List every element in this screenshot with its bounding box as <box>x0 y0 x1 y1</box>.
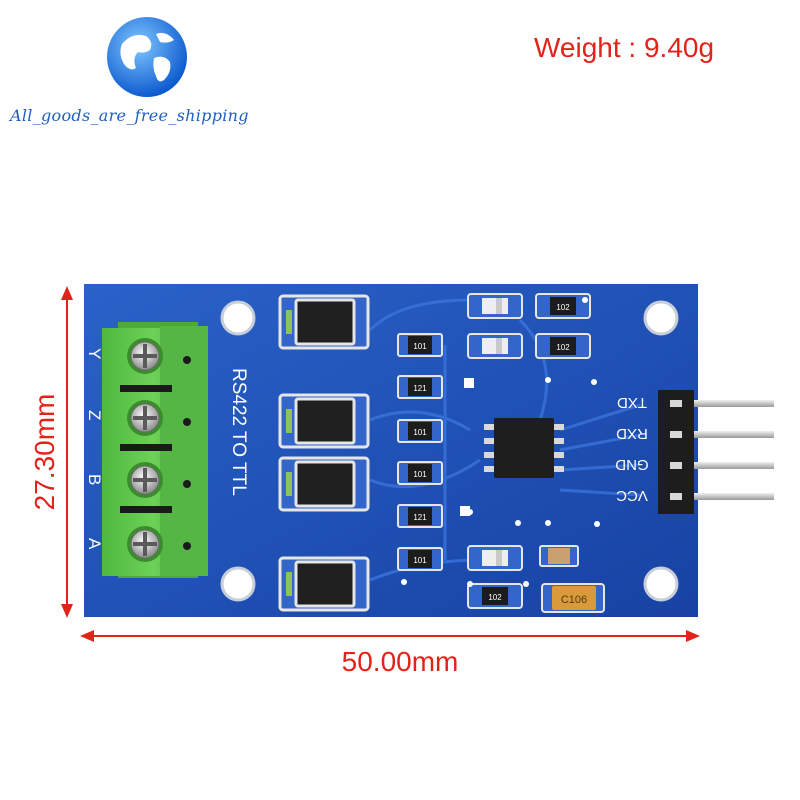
diode <box>278 294 370 350</box>
resistor: 101 <box>397 461 443 485</box>
resistor: 121 <box>397 504 443 528</box>
terminal-screw <box>127 400 163 436</box>
pin-label-gnd: GND <box>615 456 649 473</box>
terminal-screw <box>127 462 163 498</box>
shop-name: All_goods_are_free_shipping <box>10 106 249 125</box>
pin-label-rxd: RXD <box>616 425 648 442</box>
resistor-code: 121 <box>413 384 427 393</box>
led <box>467 545 523 571</box>
terminal-screw <box>127 338 163 374</box>
pin-label-vcc: VCC <box>616 487 648 504</box>
capacitor-code: C106 <box>561 594 587 606</box>
resistor: 121 <box>397 375 443 399</box>
diode <box>278 393 370 449</box>
mount-hole <box>643 300 679 336</box>
width-dimension-label: 50.00mm <box>341 646 459 677</box>
led <box>467 293 523 319</box>
resistor: 101 <box>397 547 443 571</box>
mount-hole <box>643 566 679 602</box>
resistor-code: 121 <box>413 513 427 522</box>
board-title: RS422 TO TTL <box>228 368 249 496</box>
resistor: 101 <box>397 333 443 357</box>
height-dimension-arrow <box>61 286 73 618</box>
diode <box>278 456 370 512</box>
mount-hole <box>220 300 256 336</box>
resistor-code: 101 <box>413 556 427 565</box>
led <box>467 333 523 359</box>
resistor: 102 <box>535 293 591 319</box>
pin-label-txd: TXD <box>617 394 647 411</box>
resistor-code: 101 <box>413 428 427 437</box>
screw-terminal-block <box>102 322 208 578</box>
terminal-label-b: B <box>85 474 104 485</box>
resistor-code: 102 <box>556 343 570 352</box>
resistor: 101 <box>397 419 443 443</box>
weight-label: Weight : 9.40g <box>534 32 715 63</box>
rs422-ttl-board: 101 121 101 101 121 101 102 102 102 C106 <box>84 284 774 617</box>
terminal-screw <box>127 526 163 562</box>
diode <box>278 556 370 612</box>
resistor-code: 102 <box>556 303 570 312</box>
resistor: 102 <box>535 333 591 359</box>
resistor: 102 <box>467 583 523 609</box>
resistor-code: 101 <box>413 342 427 351</box>
globe-icon <box>107 17 187 97</box>
transceiver-chip <box>484 418 564 478</box>
mount-hole <box>220 566 256 602</box>
capacitor: C106 <box>541 583 605 613</box>
resistor-code: 102 <box>488 593 502 602</box>
capacitor-small <box>539 545 579 567</box>
terminal-label-z: Z <box>85 410 104 420</box>
resistor-code: 101 <box>413 470 427 479</box>
width-dimension-arrow <box>80 630 700 642</box>
terminal-label-a: A <box>85 538 104 550</box>
terminal-label-y: Y <box>85 348 104 359</box>
pin-header <box>658 390 774 514</box>
